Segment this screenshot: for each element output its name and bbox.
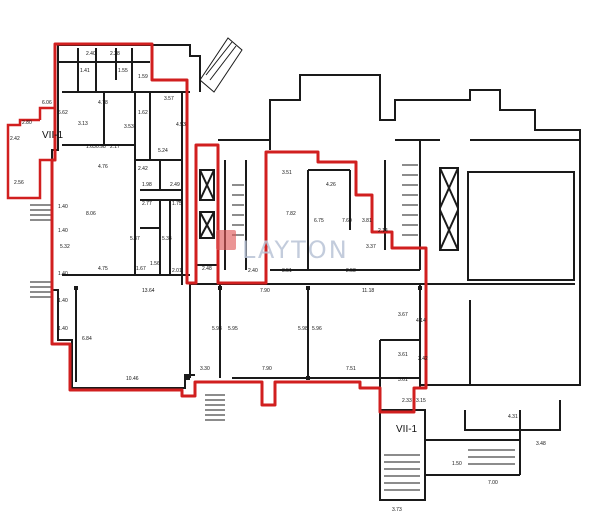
dimension-label: 6.84 xyxy=(82,336,92,342)
stair-treads xyxy=(30,164,515,491)
dimension-label: 2.58 xyxy=(346,268,356,274)
dimension-label: 3.30 xyxy=(200,366,210,372)
dimension-label: 3.53 xyxy=(124,124,134,130)
dimension-label: 3.37 xyxy=(366,244,376,250)
dimension-label: 3.13 xyxy=(78,121,88,127)
building-walls xyxy=(51,44,581,501)
highlight-annex xyxy=(6,106,57,200)
dimension-label: 8.06 xyxy=(86,211,96,217)
dimension-label: 2.42 xyxy=(138,166,148,172)
dimension-label: 6.75 xyxy=(314,218,324,224)
dimension-label: 5.32 xyxy=(60,244,70,250)
dimension-label: 1.40 xyxy=(58,228,68,234)
dimension-label: 3.57 xyxy=(164,96,174,102)
dimension-label: 0.98 xyxy=(96,144,106,150)
dimension-label: 3.61 xyxy=(398,377,408,383)
dimension-label: 7.82 xyxy=(286,211,296,217)
dimension-label: 5.98 xyxy=(298,326,308,332)
dimension-label: 1.40 xyxy=(58,204,68,210)
dimension-label: 10.46 xyxy=(126,376,139,382)
dimension-label: 3.73 xyxy=(392,507,402,513)
dimension-label: 5.96 xyxy=(312,326,322,332)
watermark-text: LAYTON xyxy=(242,236,349,264)
dimension-label: 5.37 xyxy=(130,236,140,242)
dimension-label: 1.63 xyxy=(86,144,96,150)
dimension-label: 2.48 xyxy=(202,266,212,272)
dimension-label: 2.42 xyxy=(10,136,20,142)
dimension-label: 4.53 xyxy=(176,122,186,128)
dimension-label: 2.17 xyxy=(110,144,120,150)
dimension-label: 2.40 xyxy=(248,268,258,274)
dimension-label: 13.64 xyxy=(142,288,155,294)
dimension-label: 7.90 xyxy=(260,288,270,294)
dimension-label: 1.55 xyxy=(118,68,128,74)
dimension-label: 2.77 xyxy=(142,201,152,207)
dimension-label: 7.60 xyxy=(342,218,352,224)
dimension-label: 7.00 xyxy=(488,480,498,486)
dimension-label: 1.59 xyxy=(138,74,148,80)
dimension-labels: 2.40 2.28 1.41 1.55 1.59 3.57 6.06 6.62 … xyxy=(10,51,546,513)
watermark: LAYTON xyxy=(216,230,349,264)
dimension-label: 3.61 xyxy=(398,352,408,358)
dimension-label: 5.93 xyxy=(212,326,222,332)
dimension-label: 5.24 xyxy=(158,148,168,154)
dimension-label: 2.33 xyxy=(402,398,412,404)
dimension-label: 2.56 xyxy=(14,180,24,186)
dimension-label: 3.51 xyxy=(282,170,292,176)
dimension-label: 2.80 xyxy=(22,120,32,126)
dimension-label: 3.48 xyxy=(536,441,546,447)
dimension-label: 11.18 xyxy=(362,288,374,294)
dimension-label: 5.34 xyxy=(162,236,172,242)
dimension-label: 3.15 xyxy=(416,398,426,404)
dimension-label: 1.50 xyxy=(452,461,462,467)
dimension-label: 3.81 xyxy=(362,218,372,224)
dimension-label: 1.41 xyxy=(80,68,90,74)
watermark-logo xyxy=(216,230,236,250)
dimension-label: 1.40 xyxy=(58,298,68,304)
dimension-label: 1.75 xyxy=(172,201,182,207)
dimension-label: 6.62 xyxy=(58,110,68,116)
dimension-label: 3.51 xyxy=(282,268,292,274)
ramp xyxy=(199,37,243,93)
dimension-label: 5.95 xyxy=(228,326,238,332)
dimension-label: 4.75 xyxy=(98,266,108,272)
dimension-label: 1.40 xyxy=(58,326,68,332)
columns xyxy=(74,286,422,380)
section-label-bottom: VII-1 xyxy=(396,424,418,435)
dimension-label: 7.51 xyxy=(346,366,356,372)
dimension-label: 4.26 xyxy=(326,182,336,188)
section-label-left: VII-1 xyxy=(42,130,64,141)
dimension-label: 4.14 xyxy=(416,318,426,324)
dimension-label: 1.56 xyxy=(150,261,160,267)
dimension-label: 6.06 xyxy=(42,100,52,106)
dimension-label: 7.90 xyxy=(262,366,272,372)
dimension-label: 1.40 xyxy=(58,271,68,277)
dimension-label: 4.31 xyxy=(508,414,518,420)
dimension-label: 2.42 xyxy=(418,356,428,362)
dimension-label: 2.49 xyxy=(170,182,180,188)
dimension-label: 2.01 xyxy=(172,268,182,274)
dimension-label: 2.14 xyxy=(378,228,388,234)
dimension-label: 2.28 xyxy=(110,51,120,57)
dimension-label: 1.98 xyxy=(142,182,152,188)
dimension-label: 4.78 xyxy=(98,100,108,106)
dimension-label: 1.62 xyxy=(138,110,148,116)
dimension-label: 3.67 xyxy=(398,312,408,318)
dimension-label: 4.76 xyxy=(98,164,108,170)
dimension-label: 1.67 xyxy=(136,266,146,272)
dimension-label: 2.40 xyxy=(86,51,96,57)
highlight-boundary xyxy=(50,42,428,414)
